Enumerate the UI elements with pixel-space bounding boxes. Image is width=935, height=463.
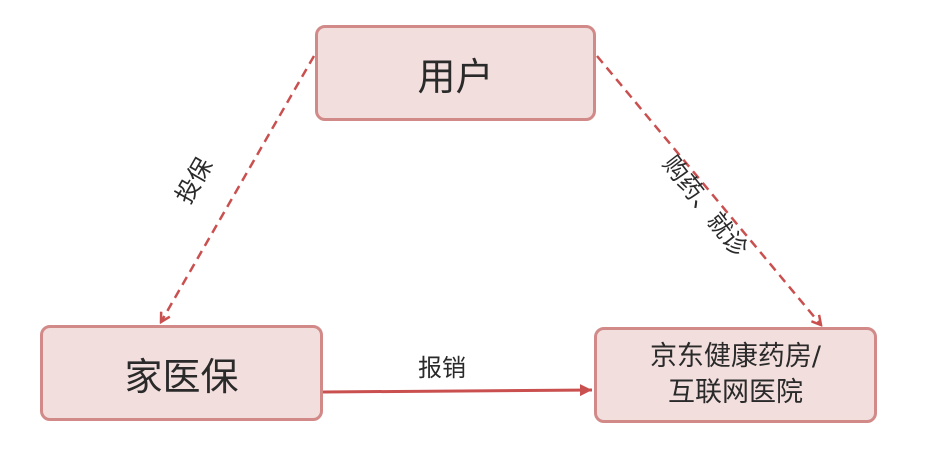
arrow-user-to-jd (596, 55, 821, 325)
node-user-label: 用户 (417, 54, 494, 99)
node-jd-label-line1: 京东健康药房/ (649, 341, 822, 372)
node-user: 用户 (315, 25, 596, 121)
arrow-family-insurance-to-jd (322, 384, 593, 397)
arrow-user-to-family-insurance (161, 55, 316, 322)
node-jd-health: 京东健康药房/ 互联网医院 (594, 327, 877, 423)
node-jd-label-line2: 互联网医院 (667, 377, 803, 408)
node-family-insurance: 家医保 (40, 325, 323, 421)
edge-label-reimburse: 报销 (418, 354, 466, 382)
node-family-insurance-label: 家医保 (124, 354, 239, 399)
